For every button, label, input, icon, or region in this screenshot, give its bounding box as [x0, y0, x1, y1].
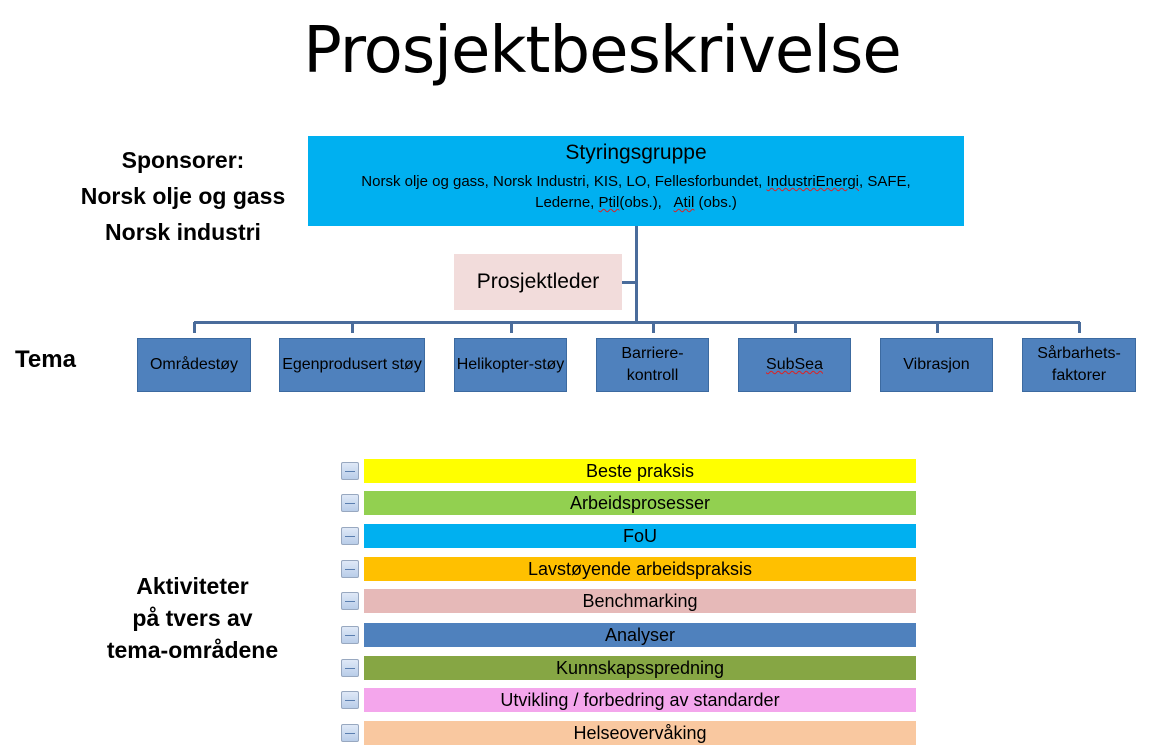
theme-box: Barriere-kontroll [596, 338, 709, 392]
connector-horizontal [194, 321, 1080, 324]
members-text: Norsk olje og gass, Norsk Industri, KIS,… [361, 173, 767, 190]
activity-bar: Benchmarking [364, 589, 916, 613]
activity-bar: Analyser [364, 623, 916, 647]
theme-label: Egenprodusert støy [282, 356, 422, 373]
members-text: Ptil [598, 194, 620, 211]
connector-tick [351, 322, 354, 333]
sponsors-heading: Sponsorer: [121, 147, 245, 173]
sponsor-item: Norsk olje og gass [80, 183, 286, 209]
connector-tick [509, 322, 513, 333]
image-placeholder-icon [341, 494, 359, 512]
image-placeholder-icon [341, 592, 359, 610]
connector-leader [622, 281, 636, 284]
theme-box: Vibrasjon [880, 338, 993, 392]
page-title: Prosjektbeskrivelse [303, 14, 901, 88]
theme-box: Egenprodusert støy [279, 338, 425, 392]
theme-label: Vibrasjon [903, 356, 970, 373]
steering-group-members: Norsk olje og gass, Norsk Industri, KIS,… [308, 171, 964, 213]
activities-label-line: tema-områdene [106, 637, 279, 663]
image-placeholder-icon [341, 560, 359, 578]
members-text: IndustriEnergi [766, 173, 860, 190]
project-leader-box: Prosjektleder [454, 254, 622, 310]
members-text: (obs.) [694, 194, 737, 211]
steering-group-box: Styringsgruppe Norsk olje og gass, Norsk… [308, 136, 964, 226]
members-text: Lederne, [535, 194, 599, 211]
connector-tick [935, 322, 939, 333]
activities-label-line: Aktiviteter [136, 573, 249, 599]
connector-tick [193, 322, 196, 333]
theme-box: Sårbarhets-faktorer [1022, 338, 1136, 392]
activity-bar: Helseovervåking [364, 721, 916, 745]
image-placeholder-icon [341, 626, 359, 644]
theme-label: Barriere-kontroll [621, 345, 684, 384]
sponsors-label: Sponsorer: Norsk olje og gass Norsk indu… [60, 142, 306, 250]
members-text: , SAFE, [859, 173, 911, 190]
theme-box: Helikopter-støy [454, 338, 567, 392]
image-placeholder-icon [341, 527, 359, 545]
members-text: (obs.), [619, 194, 674, 211]
connector-tick [793, 322, 797, 333]
image-placeholder-icon [341, 659, 359, 677]
members-text: Atil [673, 194, 695, 211]
activity-bar: Beste praksis [364, 459, 916, 483]
activities-label: Aktiviteter på tvers av tema-områdene [90, 570, 295, 666]
activity-bar: Lavstøyende arbeidspraksis [364, 557, 916, 581]
theme-label: Områdestøy [149, 356, 238, 373]
activity-bar: Utvikling / forbedring av standarder [364, 688, 916, 712]
image-placeholder-icon [341, 724, 359, 742]
theme-label: SubSea [766, 356, 823, 373]
theme-label: Helikopter-støy [456, 356, 565, 373]
sponsor-item: Norsk industri [105, 219, 261, 245]
image-placeholder-icon [341, 691, 359, 709]
activity-bar: Kunnskapsspredning [364, 656, 916, 680]
activity-bar: Arbeidsprosesser [364, 491, 916, 515]
theme-box: SubSea [738, 338, 851, 392]
steering-group-title: Styringsgruppe [565, 141, 707, 164]
theme-label: Sårbarhets-faktorer [1037, 345, 1121, 384]
connector-tick [1078, 322, 1081, 333]
connector-vertical [635, 226, 638, 324]
themes-label: Tema [15, 346, 76, 373]
connector-tick [651, 322, 655, 333]
activity-bar: FoU [364, 524, 916, 548]
image-placeholder-icon [341, 462, 359, 480]
theme-box: Områdestøy [137, 338, 251, 392]
activities-label-line: på tvers av [132, 605, 253, 631]
